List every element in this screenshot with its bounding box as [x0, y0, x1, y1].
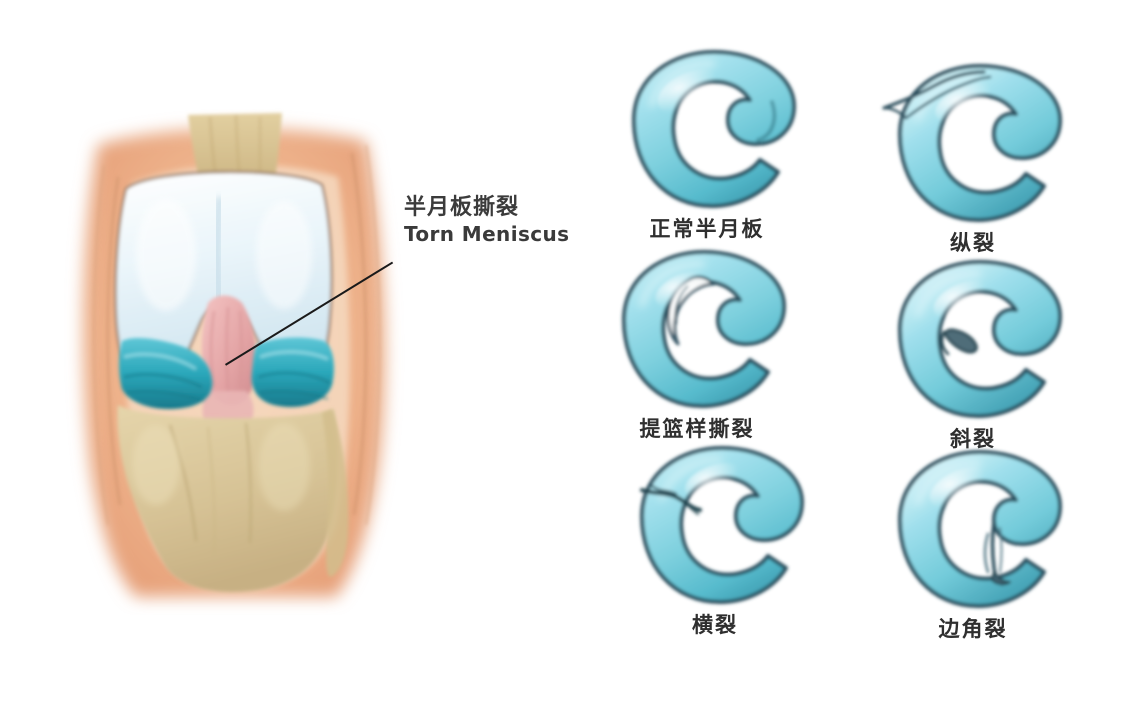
torn-meniscus-callout: 半月板撕裂 Torn Meniscus — [404, 195, 584, 246]
tibia — [117, 405, 338, 592]
knee-joint-anterior-view — [83, 113, 386, 597]
callout-label-english: Torn Meniscus — [404, 221, 570, 246]
meniscus-bucket-handle-tear-art — [622, 250, 786, 408]
knee-illustration-panel — [60, 105, 410, 615]
meniscus-transverse-tear-art — [640, 446, 804, 604]
meniscus-oblique-tear-caption: 斜裂 — [950, 427, 996, 451]
meniscus-longitudinal-tear-caption: 纵裂 — [950, 231, 996, 255]
meniscus-edge-tear-art — [898, 450, 1062, 608]
lateral-meniscus — [251, 337, 334, 407]
medial-meniscus — [119, 338, 213, 409]
fibula — [322, 409, 349, 577]
meniscus-bucket-handle-tear: 提篮样撕裂 — [572, 242, 822, 443]
meniscus-edge-tear: 边角裂 — [848, 442, 1098, 643]
callout-label-chinese: 半月板撕裂 — [404, 195, 520, 220]
meniscus-normal: 正常半月板 — [582, 42, 832, 243]
cruciate-ligament — [201, 295, 257, 440]
meniscus-bucket-handle-tear-caption: 提篮样撕裂 — [639, 417, 755, 441]
meniscus-diagram-grid: 正常半月板 纵裂 — [560, 30, 1120, 680]
meniscus-transverse-tear: 横裂 — [590, 438, 840, 639]
femoral-condyles — [114, 170, 333, 386]
meniscus-transverse-tear-caption: 横裂 — [692, 613, 738, 637]
meniscus-longitudinal-tear: 纵裂 — [848, 56, 1098, 257]
skin-contour-lines — [92, 144, 381, 526]
meniscus-normal-art — [632, 50, 796, 208]
meniscus-edge-tear-caption: 边角裂 — [938, 617, 1008, 641]
meniscus-oblique-tear-art — [898, 260, 1062, 418]
meniscus-longitudinal-tear-art — [882, 64, 1062, 222]
femur-shaft — [188, 113, 282, 183]
meniscus-normal-caption: 正常半月板 — [649, 217, 765, 241]
meniscus-oblique-tear: 斜裂 — [848, 252, 1098, 453]
